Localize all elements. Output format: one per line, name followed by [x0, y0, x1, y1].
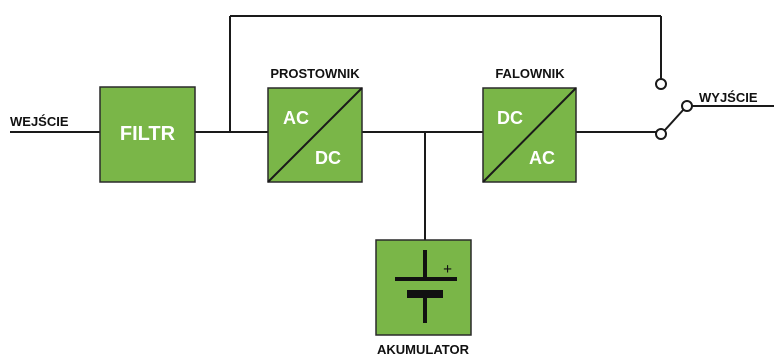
rectifier-top-label: AC [283, 108, 309, 128]
output-label: WYJŚCIE [699, 90, 758, 105]
inverter-bottom-label: AC [529, 148, 555, 168]
filter-label: FILTR [120, 123, 176, 145]
battery-title: AKUMULATOR [377, 342, 470, 356]
inverter-diagonal [482, 87, 577, 183]
filter-block [99, 86, 196, 183]
input-label: WEJŚCIE [10, 114, 69, 129]
inverter-top-label: DC [497, 108, 523, 128]
rectifier-title: PROSTOWNIK [270, 66, 360, 81]
battery-plus-sign: + [443, 261, 452, 278]
rectifier-diagonal [267, 87, 363, 183]
wiring [10, 15, 774, 240]
switch-contact-bypass [655, 78, 667, 90]
rectifier-bottom-label: DC [315, 148, 341, 168]
switch-blade [664, 108, 685, 131]
switch-contact-inverter [655, 128, 667, 140]
inverter-title: FALOWNIK [495, 66, 565, 81]
switch-contact-output [681, 100, 693, 112]
battery-icon [395, 250, 457, 323]
